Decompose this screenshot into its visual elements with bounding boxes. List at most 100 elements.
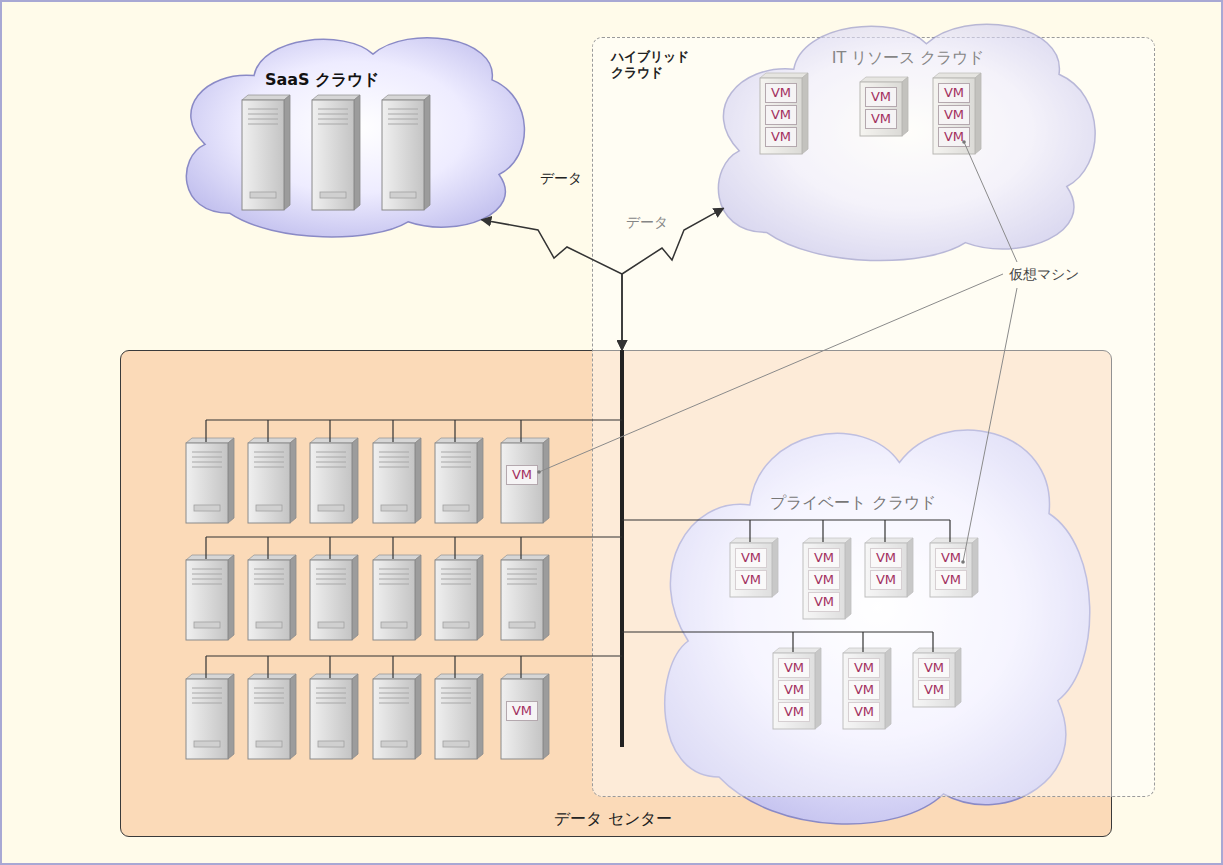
drop-wire xyxy=(454,656,455,678)
vm-label: VM xyxy=(771,85,791,101)
server-icon xyxy=(435,438,483,523)
vm-box: VM xyxy=(865,109,897,129)
vm-box: VM xyxy=(865,87,897,107)
server-icon xyxy=(186,555,234,640)
leader-line xyxy=(539,274,1003,472)
server-icon xyxy=(248,674,296,759)
server-icon xyxy=(310,674,358,759)
edge-label: データ xyxy=(538,170,584,188)
backbone-bus xyxy=(620,350,624,747)
drop-wire xyxy=(392,537,393,559)
region-title: データ センター xyxy=(554,809,671,829)
drop-wire xyxy=(329,656,330,678)
server-icon xyxy=(382,95,430,210)
drop-wire xyxy=(392,656,393,678)
edge-label: データ xyxy=(624,214,670,232)
server-icon xyxy=(373,438,421,523)
vm-box: VM xyxy=(506,465,538,485)
cloud-outline xyxy=(718,24,1095,260)
leader-dot xyxy=(537,470,541,474)
vm-label: VM xyxy=(944,85,964,101)
drop-wire xyxy=(205,420,206,442)
server-icon xyxy=(186,438,234,523)
region-title: プライベート クラウド xyxy=(770,493,935,513)
drop-wire xyxy=(520,537,521,559)
drop-wire xyxy=(267,656,268,678)
vm-label: VM xyxy=(512,703,532,719)
drop-wire xyxy=(205,537,206,559)
vm-box: VM xyxy=(938,105,970,125)
vm-box: VM xyxy=(938,83,970,103)
drop-wire xyxy=(267,537,268,559)
server-icon xyxy=(248,555,296,640)
vm-label: VM xyxy=(944,107,964,123)
data-link xyxy=(622,208,724,350)
vm-label: VM xyxy=(771,107,791,123)
drop-wire xyxy=(267,420,268,442)
server-icon xyxy=(860,77,908,136)
leader-line xyxy=(964,142,1017,262)
vm-label: VM xyxy=(814,572,834,588)
vm-label: VM xyxy=(871,89,891,105)
drop-wire xyxy=(749,520,750,542)
vm-box: VM xyxy=(765,105,797,125)
vm-label: VM xyxy=(924,660,944,676)
server-icon xyxy=(760,73,808,154)
drop-wire xyxy=(329,420,330,442)
vm-label: VM xyxy=(814,594,834,610)
region-title: ハイブリッド クラウド xyxy=(611,49,689,82)
drop-wire xyxy=(520,420,521,442)
server-icon xyxy=(310,555,358,640)
region-title: SaaS クラウド xyxy=(265,70,379,90)
vm-label: VM xyxy=(741,550,761,566)
edge-label-box: データ xyxy=(624,214,670,232)
vm-box: VM xyxy=(765,83,797,103)
vm-box: VM xyxy=(506,701,538,721)
vm-label: VM xyxy=(784,660,804,676)
vm-label: VM xyxy=(854,704,874,720)
leader-dot xyxy=(961,560,965,564)
row-wire xyxy=(622,631,933,632)
vm-label: VM xyxy=(771,129,791,145)
vm-label: VM xyxy=(512,467,532,483)
server-icon xyxy=(501,438,549,523)
vm-label: VM xyxy=(854,682,874,698)
row-wire xyxy=(622,519,950,520)
drop-wire xyxy=(949,520,950,542)
vm-label: VM xyxy=(941,550,961,566)
vm-label: VM xyxy=(924,682,944,698)
drop-wire xyxy=(792,632,793,652)
drop-wire xyxy=(205,656,206,678)
drop-wire xyxy=(454,537,455,559)
drop-wire xyxy=(392,420,393,442)
drop-wire xyxy=(329,537,330,559)
server-icon xyxy=(310,438,358,523)
server-icon xyxy=(435,555,483,640)
vm-label: VM xyxy=(876,550,896,566)
vm-label: VM xyxy=(741,572,761,588)
vm-label: VM xyxy=(941,572,961,588)
region-title: IT リソース クラウド xyxy=(832,48,985,68)
cloud-region: IT リソース クラウド VM VM VM VM VM VM VM VM xyxy=(708,8,1098,263)
vm-label: VM xyxy=(876,572,896,588)
server-icon xyxy=(373,674,421,759)
server-icon xyxy=(242,95,290,210)
callout-label: 仮想マシン xyxy=(1007,266,1081,284)
vm-label: VM xyxy=(784,704,804,720)
server-icon xyxy=(501,674,549,759)
server-icon xyxy=(186,674,234,759)
drop-wire xyxy=(932,632,933,652)
vm-label: VM xyxy=(814,550,834,566)
drop-wire xyxy=(862,632,863,652)
server-icon xyxy=(933,73,981,154)
drop-wire xyxy=(822,520,823,542)
drop-wire xyxy=(884,520,885,542)
drop-wire xyxy=(454,420,455,442)
leader-dot xyxy=(962,140,966,144)
data-link xyxy=(482,220,623,350)
drop-wire xyxy=(520,656,521,678)
vm-label: VM xyxy=(944,129,964,145)
